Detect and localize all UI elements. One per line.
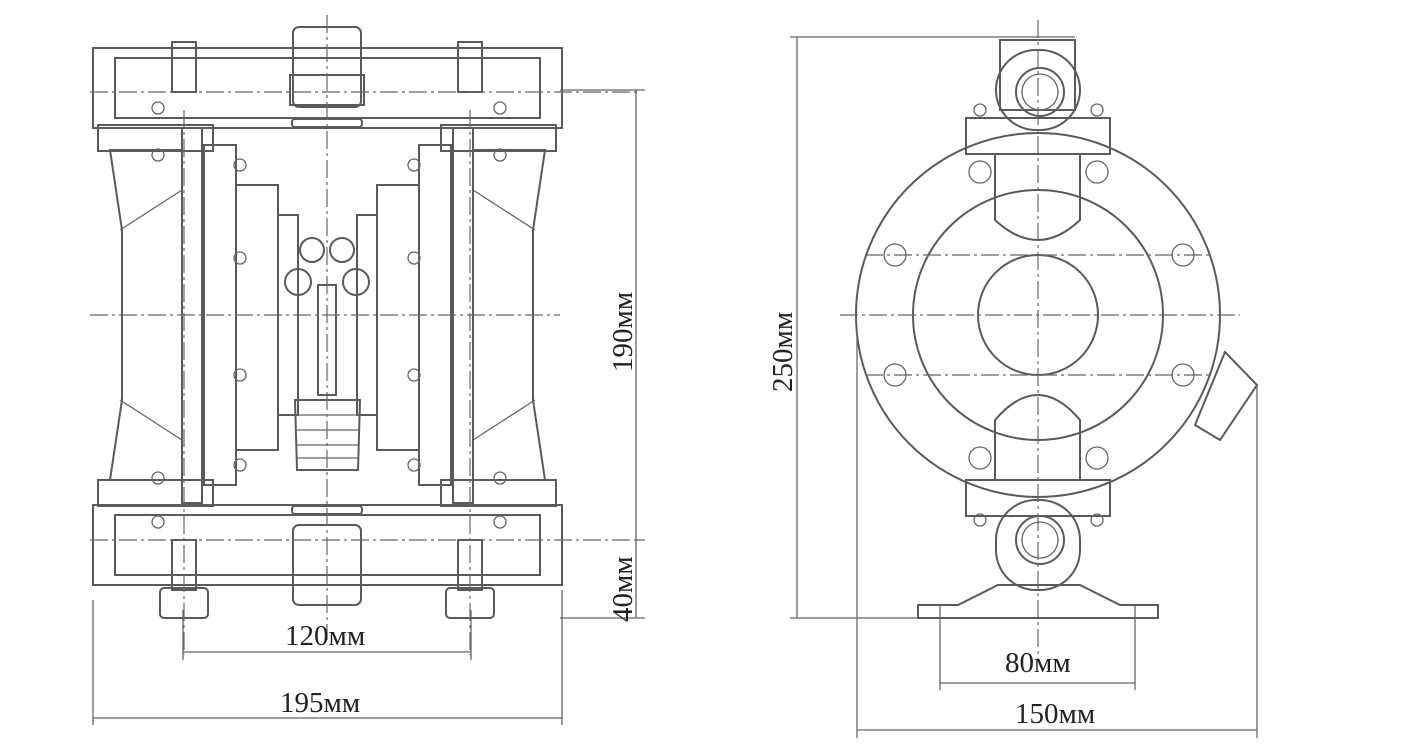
dim-250: 250мм — [767, 312, 799, 392]
dim-40: 40мм — [607, 556, 639, 622]
dim-195: 195мм — [280, 687, 360, 719]
dim-120: 120мм — [285, 620, 365, 652]
dim-80: 80мм — [1005, 647, 1071, 679]
front-view — [90, 15, 640, 655]
front-dimensions: 190мм 40мм 120мм 195мм — [92, 89, 645, 725]
dim-190: 190мм — [607, 292, 639, 372]
side-dimensions: 250мм 80мм 150мм — [767, 36, 1258, 738]
side-view — [840, 20, 1259, 660]
dim-150: 150мм — [1015, 698, 1095, 730]
